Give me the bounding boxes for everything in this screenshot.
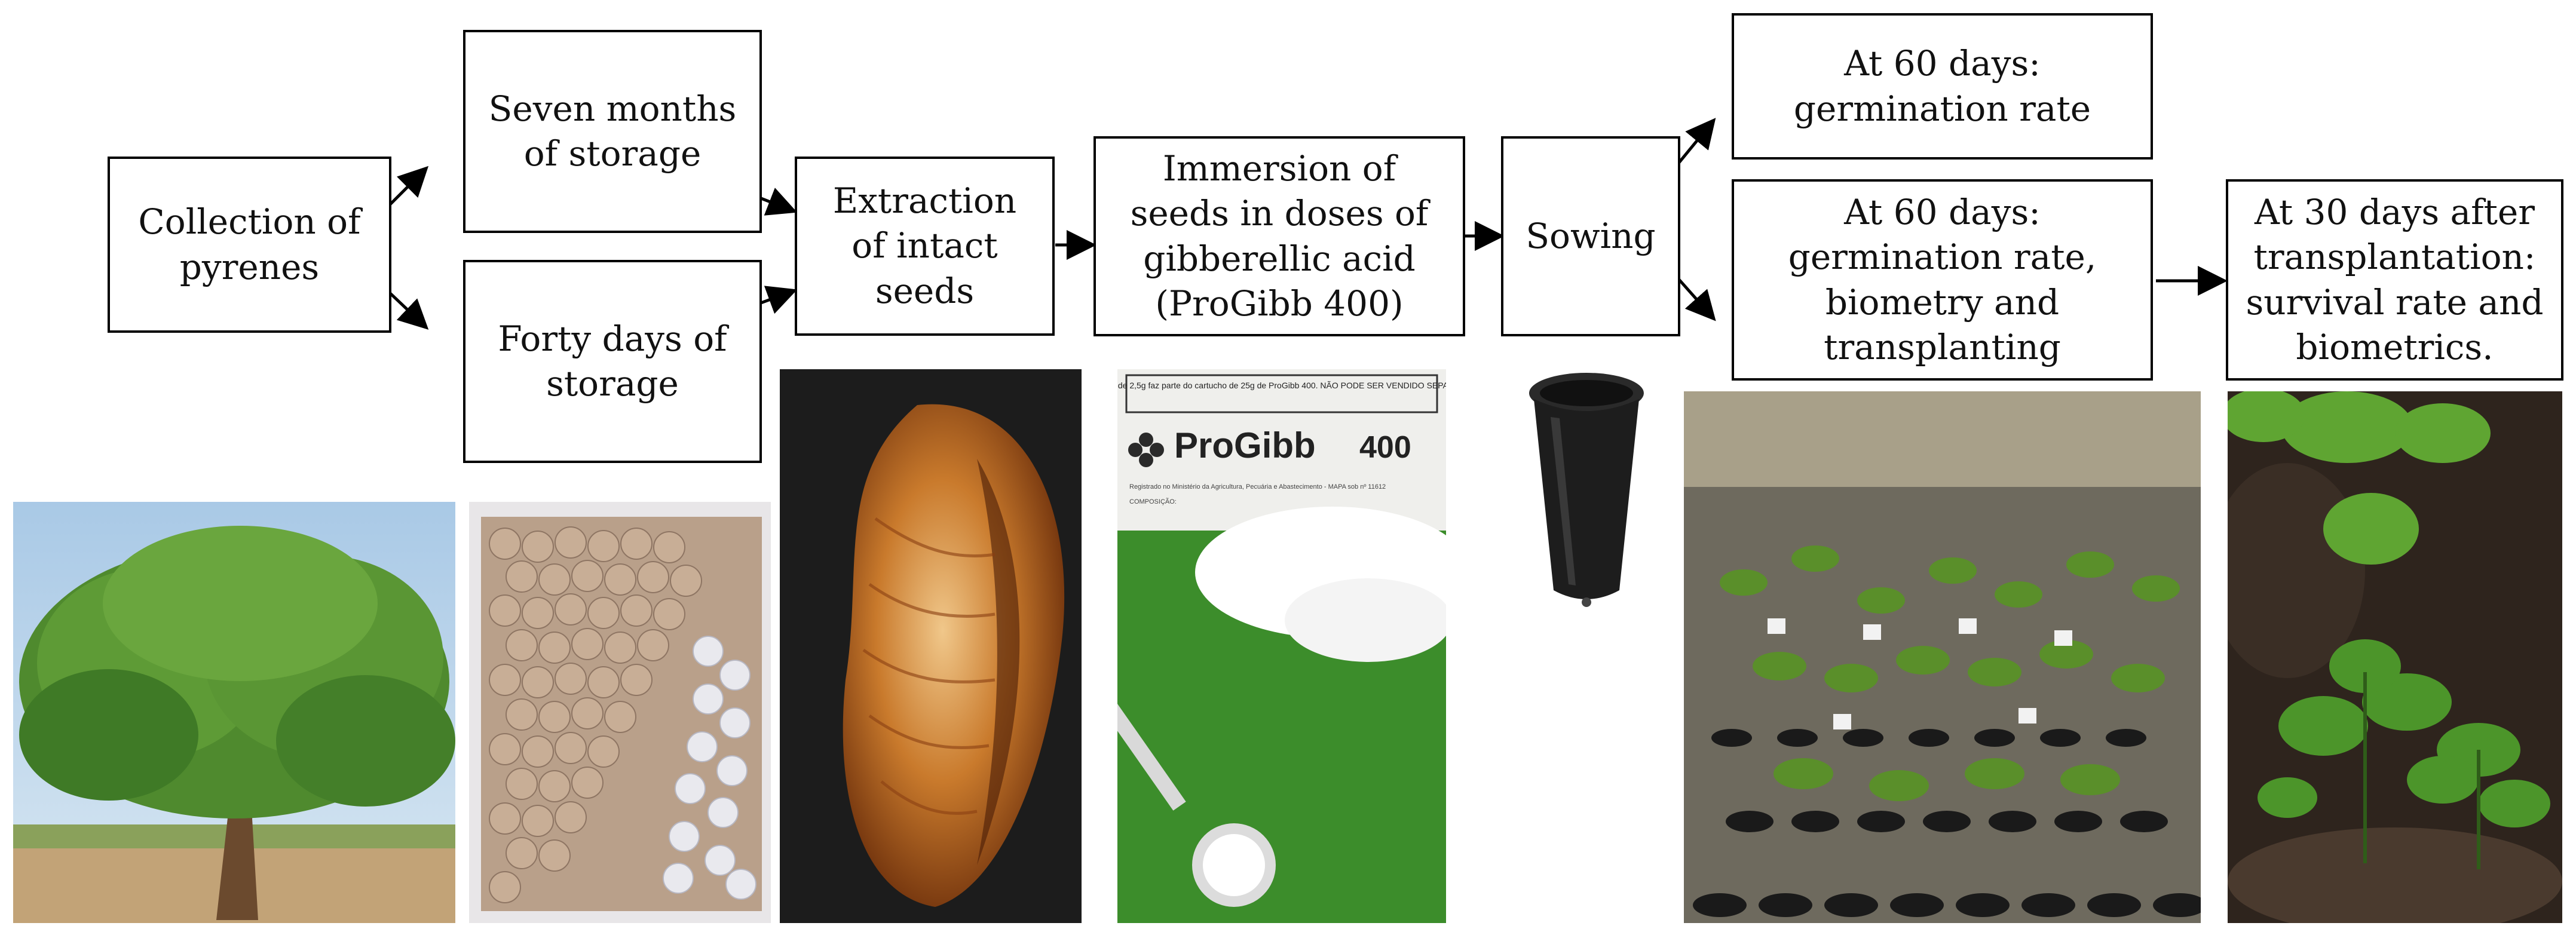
collection-label: Collection of pyrenes: [138, 201, 361, 287]
germination-biometry-label: At 60 days: germination rate, biometry a…: [1788, 191, 2097, 367]
transplanted-seedlings-photo: [2228, 391, 2562, 923]
label-line-2: COMPOSIÇÃO:: [1129, 498, 1177, 505]
survival-label: At 30 days after transplantation: surviv…: [2246, 191, 2544, 367]
greenhouse-seedlings-photo: [1684, 391, 2201, 923]
germination-biometry-box: At 60 days: germination rate, biometry a…: [1732, 179, 2153, 381]
seven-months-box: Seven months of storage: [463, 30, 762, 233]
pot-icon: [1527, 369, 1646, 620]
arrow-sowing-to-germination-a: [1678, 118, 1716, 164]
collection-box: Collection of pyrenes: [108, 157, 391, 333]
label-line-1: Registrado no Ministério da Agricultura,…: [1129, 483, 1386, 491]
tree-photo: [13, 502, 455, 923]
seed-photo: [780, 369, 1082, 923]
extraction-box: Extraction of intact seeds: [795, 157, 1055, 336]
extraction-label: Extraction of intact seeds: [832, 180, 1017, 311]
brand-dose: 400: [1359, 430, 1411, 465]
brand-logo-icon: [1128, 433, 1164, 467]
arrow-collection-to-seven: [387, 165, 429, 207]
forty-days-box: Forty days of storage: [463, 260, 762, 463]
forty-days-label: Forty days of storage: [498, 318, 727, 404]
immersion-box: Immersion of seeds in doses of gibberell…: [1094, 136, 1465, 336]
survival-box: At 30 days after transplantation: surviv…: [2226, 179, 2563, 381]
arrow-collection-to-forty: [387, 290, 429, 330]
sowing-label: Sowing: [1526, 215, 1656, 256]
brand-name: ProGibb: [1174, 425, 1316, 465]
seven-months-label: Seven months of storage: [488, 88, 737, 174]
label-top-line: Este envelope de 2,5g faz parte do cartu…: [1117, 381, 1446, 390]
germination-rate-label: At 60 days: germination rate: [1793, 43, 2091, 129]
germination-rate-box: At 60 days: germination rate: [1732, 13, 2153, 160]
immersion-label: Immersion of seeds in doses of gibberell…: [1130, 148, 1429, 324]
pyrenes-photo: [469, 502, 771, 923]
progibb-photo: Este envelope de 2,5g faz parte do cartu…: [1117, 369, 1446, 923]
sowing-box: Sowing: [1501, 136, 1680, 336]
arrow-sowing-to-germination-b: [1678, 278, 1716, 321]
